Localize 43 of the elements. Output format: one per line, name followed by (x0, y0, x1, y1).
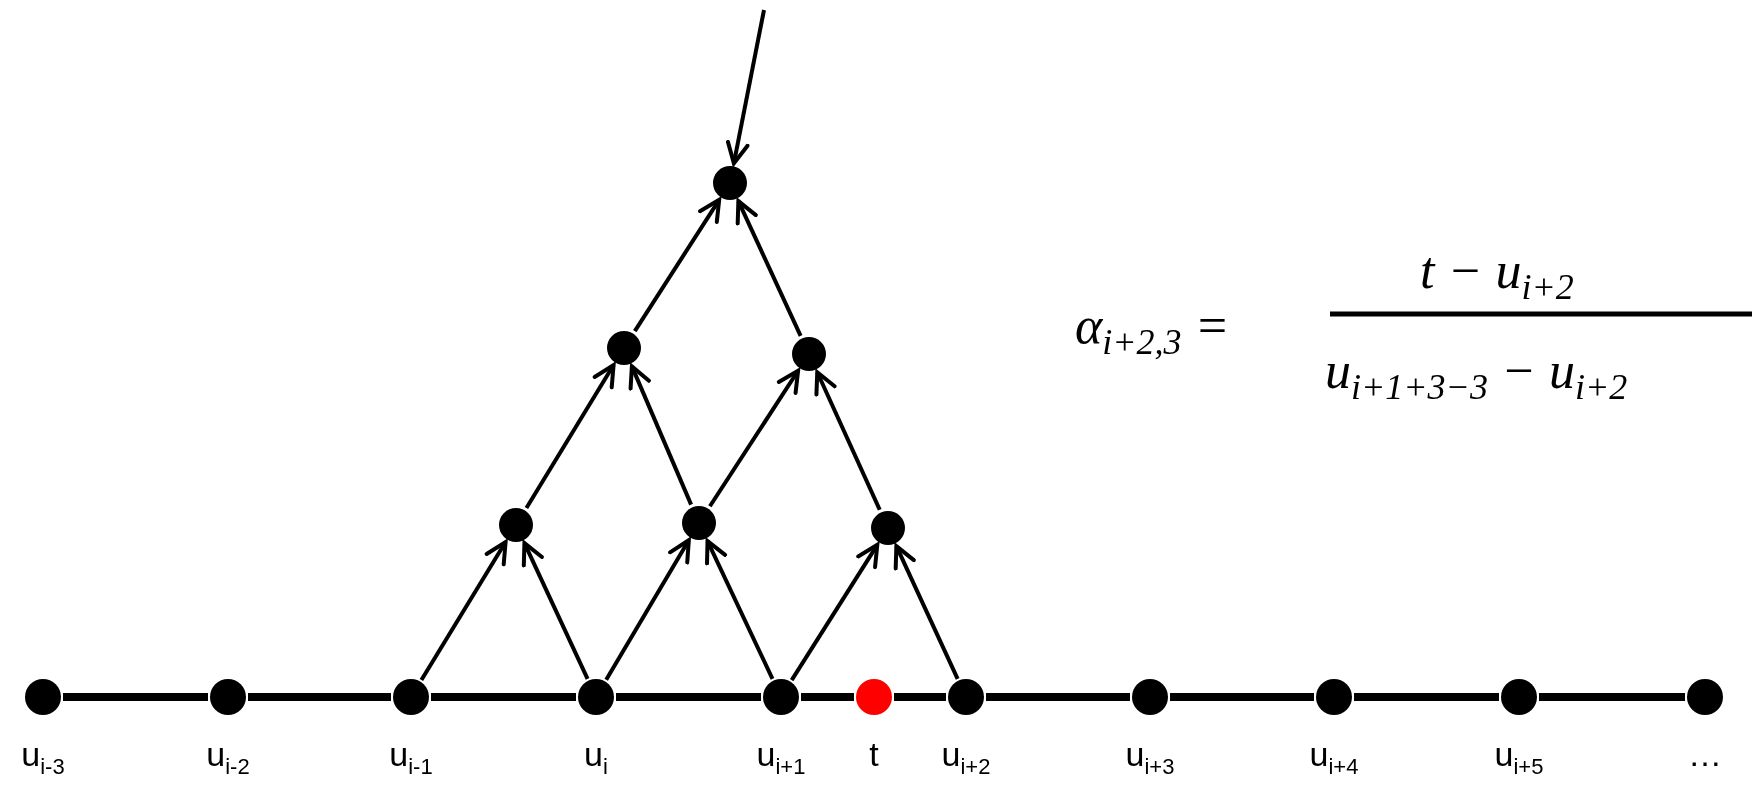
knot-label: u$_{i+4}$ (1309, 737, 1359, 778)
point (792, 337, 826, 371)
point (607, 331, 641, 365)
arrow (521, 541, 590, 680)
arrow (633, 197, 722, 333)
arrow (735, 199, 803, 337)
arrow (524, 363, 616, 509)
knot-label: u$_{i-1}$ (389, 737, 433, 778)
formula-text: u$_{i+1+3−3}$ − u$_{i+2}$ (1325, 345, 1628, 406)
line-segment (1539, 693, 1685, 701)
knot-label: u$_{i-3}$ (21, 737, 65, 778)
line-segment (616, 693, 761, 701)
arrow (790, 542, 880, 682)
arrow (604, 538, 691, 681)
line-segment (894, 693, 946, 701)
arrow (814, 370, 882, 511)
knot-label: u$_{i+2}$ (941, 737, 991, 778)
point (713, 166, 747, 200)
arrow (708, 368, 801, 508)
knot-label: t (869, 737, 879, 771)
line-segment (1354, 693, 1499, 701)
arrow (419, 540, 508, 681)
knot-label: u$_{i+1}$ (756, 737, 806, 778)
line-segment (63, 693, 208, 701)
line-segment (986, 693, 1130, 701)
formula-text: t − u$_{i+2}$ (1420, 245, 1574, 306)
point (499, 508, 533, 542)
line-segment (248, 693, 391, 701)
line-segment (1170, 693, 1314, 701)
knot-label: u$_{i+3}$ (1125, 737, 1175, 778)
point (682, 506, 716, 540)
knot-label: u$_{i-2}$ (206, 737, 250, 778)
line-segment (801, 693, 854, 701)
knot-label: … (1688, 737, 1722, 771)
knot-label: u$_{i+5}$ (1494, 737, 1544, 778)
point (871, 511, 905, 545)
knot-label: u$_{i}$ (584, 737, 608, 778)
formula-text: α$_{i+2,3}$ = (1075, 300, 1230, 361)
arrow (725, 9, 766, 166)
arrow (893, 544, 960, 680)
arrow (628, 364, 693, 506)
arrow (705, 539, 775, 680)
line-segment (431, 693, 576, 701)
